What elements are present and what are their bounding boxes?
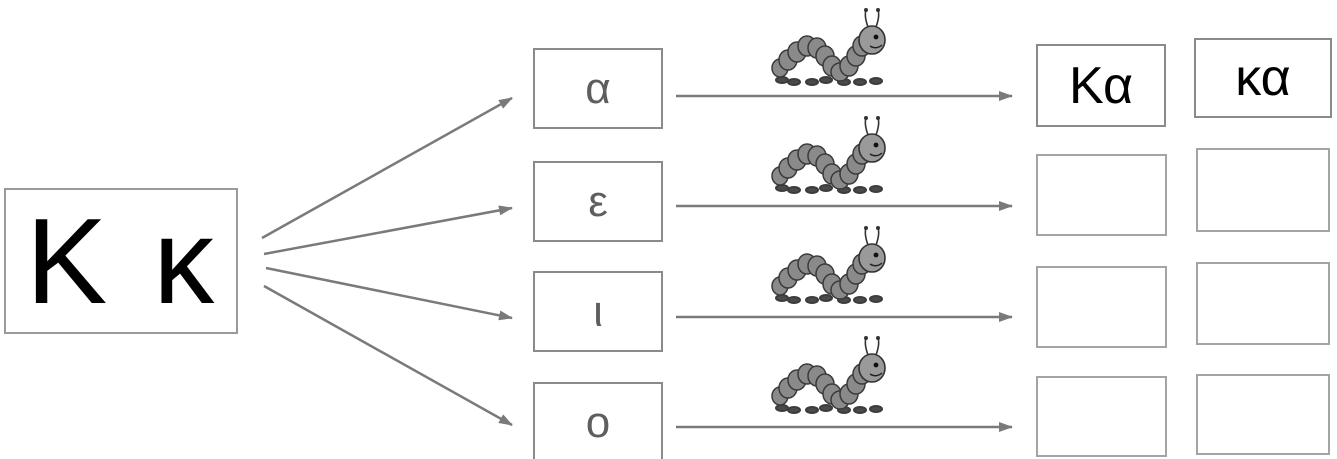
answer-upper-box-1[interactable]: Κα: [1036, 44, 1166, 127]
answer-upper-box-2[interactable]: [1036, 154, 1167, 236]
letter-card: Κ κ: [4, 188, 238, 334]
answer-lower-text: κα: [1235, 49, 1291, 107]
answer-lower-box-4[interactable]: [1196, 374, 1330, 455]
answer-lower-box-3[interactable]: [1196, 262, 1330, 345]
vowel-label: ε: [588, 176, 608, 226]
vowel-box-2: ε: [533, 161, 663, 242]
vowel-label: α: [585, 63, 611, 113]
caterpillar-icon: [771, 115, 886, 194]
caterpillar-icon: [771, 7, 886, 86]
answer-upper-box-3[interactable]: [1036, 266, 1167, 348]
answer-upper-text: Κα: [1068, 56, 1134, 115]
lowercase-letter: κ: [153, 193, 217, 329]
vowel-box-4: ο: [533, 382, 663, 459]
vowel-label: ο: [585, 397, 611, 447]
answer-upper-box-4[interactable]: [1036, 376, 1167, 457]
vowel-label: ι: [593, 286, 603, 336]
answer-lower-box-2[interactable]: [1196, 148, 1330, 232]
caterpillar-icon: [771, 335, 886, 414]
caterpillar-icon: [771, 225, 886, 304]
fan-arrow-4: [263, 284, 513, 427]
uppercase-letter: Κ: [25, 193, 110, 329]
answer-lower-box-1[interactable]: κα: [1194, 38, 1332, 118]
vowel-box-1: α: [533, 48, 663, 129]
vowel-box-3: ι: [533, 271, 663, 352]
fan-arrow-3: [265, 266, 513, 321]
fan-arrow-1: [261, 96, 513, 240]
fan-arrow-2: [263, 205, 513, 256]
